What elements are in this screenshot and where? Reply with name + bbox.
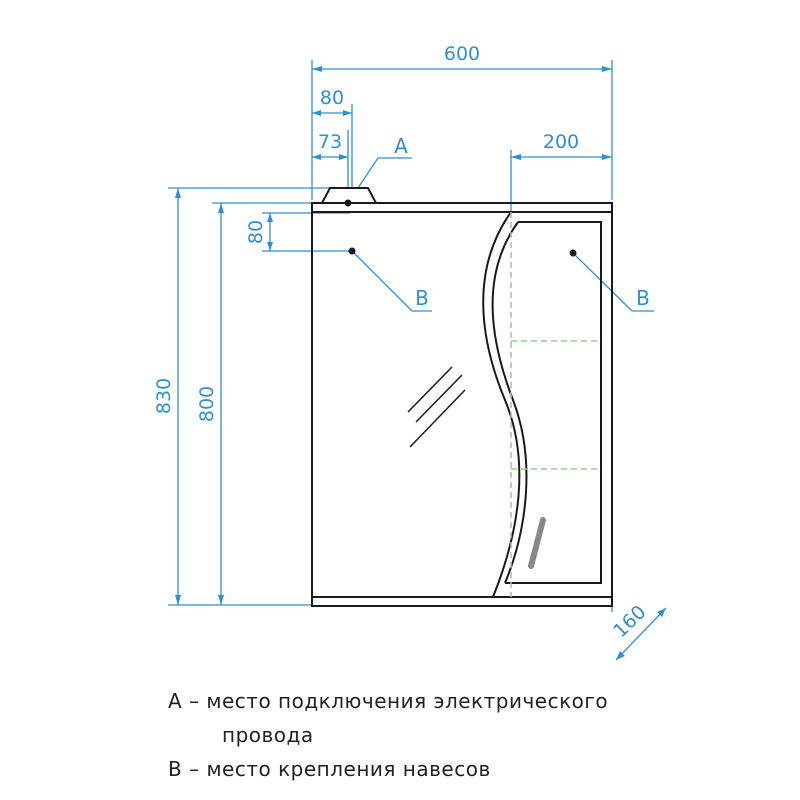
point-b-left-marker [348,247,356,255]
dim-total-height: 830 [153,378,175,414]
legend-b-dash: – [189,757,200,781]
point-a-marker [344,199,352,207]
dim-a-offset-73: 73 [318,131,342,153]
legend-row-b: В – место крепления навесов [168,752,608,786]
legend-b-text: место крепления навесов [206,757,491,781]
dim-body-height: 800 [196,386,218,422]
mirror-reflection-marks [407,366,466,448]
callout-b-right: B [636,286,650,310]
dimension-lines [168,60,667,661]
legend: А – место подключения электрического про… [168,684,608,786]
cable-connector-box [320,187,378,204]
dim-depth: 160 [609,601,650,642]
glass-shelves [510,212,601,597]
legend-b-letter: В [168,757,183,781]
legend-row-a-continued: провода [168,718,608,752]
callout-a: A [394,134,408,158]
dim-overall-width: 600 [444,43,480,65]
legend-row-a: А – место подключения электрического [168,684,608,718]
mount-points [344,199,577,257]
dim-a-offset-80: 80 [320,87,344,109]
legend-a-dash: – [189,689,200,713]
door-handle [528,517,546,569]
dim-hanger-offset: 80 [245,220,267,244]
cabinet-outline [311,202,613,607]
dimension-arrowheads [175,66,666,660]
dim-shelf-width: 200 [543,131,579,153]
point-b-right-marker [569,249,577,257]
legend-a-letter: А [168,689,183,713]
legend-a-text-line2: провода [222,723,314,747]
legend-a-text-line1: место подключения электрического [206,689,609,713]
callout-b-left: B [415,286,429,310]
